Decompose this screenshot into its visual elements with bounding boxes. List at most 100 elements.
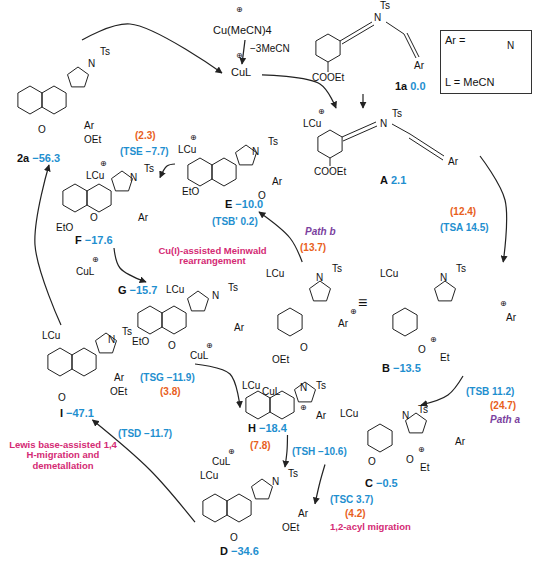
atom-label: Ar xyxy=(272,176,282,187)
atom-label: O xyxy=(368,456,376,467)
atom-label: N xyxy=(300,382,307,393)
ring xyxy=(48,348,72,376)
atom-label: COOEt xyxy=(312,72,344,83)
atom-label: O xyxy=(300,342,308,353)
atom-label: LCu xyxy=(242,380,260,391)
species-label: 2a xyxy=(17,152,29,164)
atom-label: LCu xyxy=(166,284,184,295)
atom-label: Ts xyxy=(392,108,402,119)
reaction-arrow xyxy=(315,465,325,504)
atom-label: Ts xyxy=(380,0,390,11)
atom-label: LCu xyxy=(42,330,60,341)
atom-label: CuL xyxy=(212,456,230,467)
atom-label: Ar xyxy=(414,60,424,71)
barrier-value: (13.7) xyxy=(300,242,326,253)
atom-label: Ts xyxy=(456,263,466,274)
reaction-arrow xyxy=(93,420,196,522)
atom-label: Ar xyxy=(448,156,458,167)
atom-label: N xyxy=(272,476,279,487)
atom-label: LCu xyxy=(200,470,218,481)
ring xyxy=(18,86,42,114)
text-row: C−0.5 xyxy=(365,477,398,489)
node-text: Ar = xyxy=(445,34,494,46)
energy-value: −0.5 xyxy=(376,477,398,489)
transition-state-label: (TSB 11.2) xyxy=(466,386,514,397)
energy-value: −47.1 xyxy=(66,407,94,419)
atom-label: COOEt xyxy=(314,166,346,177)
species-label: I xyxy=(60,407,63,419)
atom-label: O xyxy=(406,454,414,465)
text-row: 1a0.0 xyxy=(395,80,426,92)
barrier-value: (7.8) xyxy=(250,440,271,451)
atom-label: Ar xyxy=(298,508,308,519)
atom-label: Ts xyxy=(316,380,326,391)
charge-symbol: ⊕ xyxy=(236,6,243,15)
atom-label: CuL xyxy=(262,386,280,397)
text-row: D−34.6 xyxy=(220,545,259,557)
species-label: G xyxy=(118,284,127,296)
charge-symbol: ⊕ xyxy=(236,52,243,61)
atom-label: O xyxy=(90,212,98,223)
path-label: Path b xyxy=(305,226,336,237)
charge-symbol: ⊕ xyxy=(500,300,507,309)
legend-box: Ar =L = MeCN xyxy=(440,30,532,94)
charge-symbol: ⊕ xyxy=(350,308,357,317)
reaction-arrow xyxy=(195,364,240,408)
atom-label: Ts xyxy=(288,468,298,479)
species-label: E xyxy=(225,198,232,210)
ring xyxy=(295,382,316,402)
atom-label: LCu xyxy=(380,268,398,279)
atom-label: N xyxy=(440,272,447,283)
atom-label: N xyxy=(402,410,409,421)
ring xyxy=(87,184,111,212)
atom-label: O xyxy=(58,392,66,403)
energy-value: −15.7 xyxy=(130,284,158,296)
node-text: Cu(MeCN)4 xyxy=(213,24,272,36)
atom-label: LCu xyxy=(86,170,104,181)
atom-label: O xyxy=(38,124,46,135)
text-row: Cu(MeCN)4 xyxy=(213,24,272,36)
atom-label: N xyxy=(316,272,323,283)
species-label: B xyxy=(382,362,390,374)
atom-label: OEt xyxy=(272,354,289,365)
atom-label: N xyxy=(108,334,115,345)
charge-symbol: ⊕ xyxy=(430,336,437,345)
ring xyxy=(316,34,340,62)
atom-label: Ar xyxy=(234,322,244,333)
energy-value: −18.4 xyxy=(259,422,287,434)
ring xyxy=(68,67,89,87)
atom-label: OEt xyxy=(282,522,299,533)
species-label: H xyxy=(248,422,256,434)
atom-label: N xyxy=(212,290,219,301)
energy-value: −17.6 xyxy=(85,234,113,246)
ring xyxy=(278,308,302,336)
barrier-value: (4.2) xyxy=(345,508,366,519)
ring xyxy=(318,130,342,158)
ring xyxy=(393,308,417,336)
reaction-arrow xyxy=(35,165,61,325)
charge-symbol: ⊕ xyxy=(300,404,307,413)
species-node: 2a−56.3 xyxy=(5,40,115,165)
ring xyxy=(203,494,227,522)
charge-symbol: ⊕ xyxy=(190,134,197,143)
atom-label: Ts xyxy=(144,163,154,174)
ring xyxy=(162,306,186,334)
species-label: 1a xyxy=(395,80,407,92)
species-node: B−13.5 xyxy=(262,262,530,376)
ring xyxy=(72,348,96,376)
text-row: E−10.0 xyxy=(225,198,263,210)
atom-label: N xyxy=(507,40,514,51)
atom-label: N xyxy=(130,172,137,183)
atom-label: O xyxy=(230,532,238,543)
atom-label: EtO xyxy=(182,186,199,197)
atom-label: Ts xyxy=(100,46,110,57)
text-row: 2a−56.3 xyxy=(17,152,60,164)
barrier-value: (3.8) xyxy=(160,386,181,397)
atom-label: Ar xyxy=(506,312,516,323)
atom-label: Ts xyxy=(122,326,132,337)
atom-label: Ts xyxy=(332,263,342,274)
atom-label: LCu xyxy=(303,118,321,129)
atom-label: CuL xyxy=(76,266,94,277)
species-label: A xyxy=(380,174,388,186)
